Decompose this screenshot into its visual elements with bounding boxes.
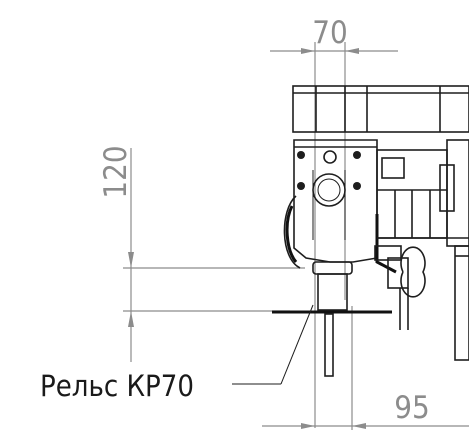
dimension-label-70: 70 [312, 15, 347, 51]
crane-trolley [283, 85, 469, 361]
dimension-top-70: 70 [270, 15, 398, 428]
dimension-left-120: 120 [98, 145, 305, 362]
rail-label: Рельс КР70 [40, 369, 194, 403]
rail-kr70 [272, 261, 392, 377]
dimension-label-95: 95 [394, 390, 429, 426]
dimension-bottom-95: 95 [262, 306, 469, 430]
dimension-label-120: 120 [98, 145, 134, 198]
rail-callout: Рельс КР70 [40, 304, 314, 403]
